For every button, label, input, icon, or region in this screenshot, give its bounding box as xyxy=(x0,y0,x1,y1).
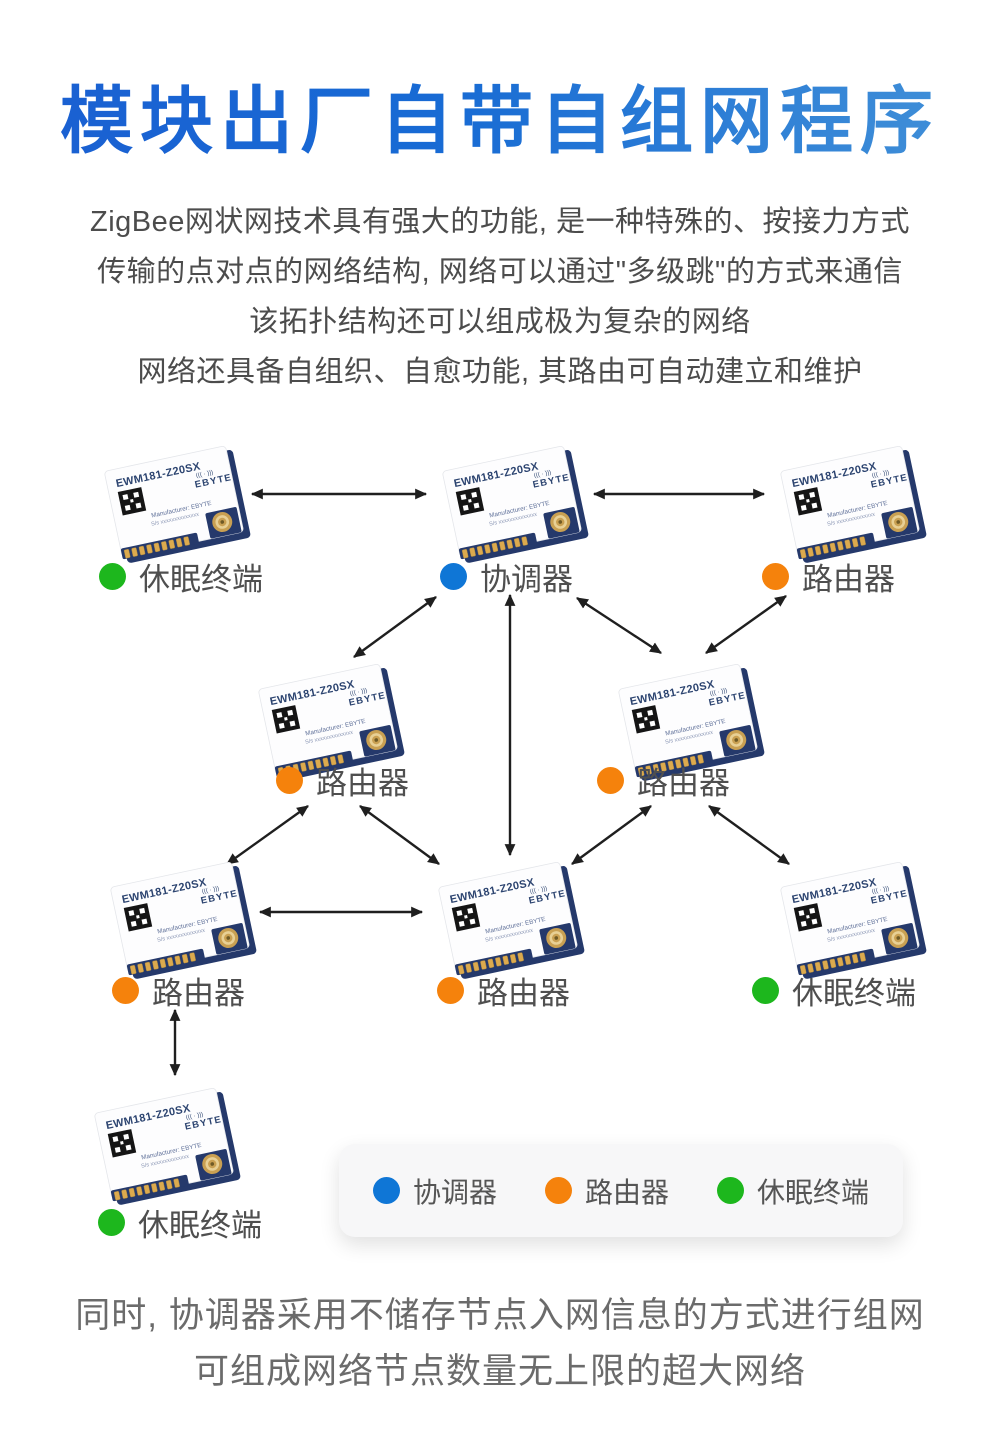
legend: 协调器 路由器 休眠终端 xyxy=(339,1144,903,1237)
coordinator-dot xyxy=(373,1177,400,1204)
router-dot xyxy=(544,1177,572,1204)
intro-line-1: ZigBee网状网技术具有强大的功能, 是一种特殊的、按接力方式 xyxy=(89,206,910,238)
node-label-text: 路由器 xyxy=(637,766,730,801)
node-label-text: 路由器 xyxy=(152,976,245,1011)
module-image-C: EWM181-Z20SX ((( · ))) EBYTE Manufacture… xyxy=(780,445,927,563)
node-label-I-sleep: 休眠终端 xyxy=(98,1200,262,1245)
node-label-text: 休眠终端 xyxy=(139,562,263,597)
router-dot xyxy=(762,563,789,590)
sleep-dot xyxy=(99,563,126,590)
svg-text:((( · ))): ((( · ))) xyxy=(872,470,890,479)
module-image-H: EWM181-Z20SX ((( · ))) EBYTE Manufacture… xyxy=(780,861,927,979)
node-label-text: 路由器 xyxy=(316,766,409,801)
legend-item-sleep: 休眠终端 xyxy=(716,1171,869,1211)
link-arrow-B-D xyxy=(353,596,437,658)
module-image-E: EWM181-Z20SX ((( · ))) EBYTE Manufacture… xyxy=(618,663,765,781)
legend-item-coordinator: 协调器 xyxy=(373,1171,497,1211)
node-label-text: 休眠终端 xyxy=(138,1208,262,1243)
page-title: 模块出厂自带自组网程序 xyxy=(0,62,1000,168)
router-dot xyxy=(112,977,139,1004)
intro-paragraph: ZigBee网状网技术具有强大的功能, 是一种特殊的、按接力方式 传输的点对点的… xyxy=(0,197,1000,397)
node-label-G-router: 路由器 xyxy=(437,968,570,1013)
node-label-text: 协调器 xyxy=(480,562,573,597)
module-image-A: EWM181-Z20SX ((( · ))) EBYTE Manufacture… xyxy=(104,445,251,563)
link-arrow-B-E xyxy=(576,596,662,655)
sleep-dot xyxy=(752,977,779,1004)
intro-line-4: 网络还具备自组织、自愈功能, 其路由可自动建立和维护 xyxy=(137,356,863,388)
router-dot xyxy=(276,767,303,794)
intro-line-3: 该拓扑结构还可以组成极为复杂的网络 xyxy=(249,306,751,338)
coordinator-dot xyxy=(440,563,467,590)
sleep-terminal-dot xyxy=(716,1177,744,1204)
sleep-dot xyxy=(98,1209,125,1236)
outro-line-1: 同时, 协调器采用不储存节点入网信息的方式进行组网 xyxy=(75,1296,925,1335)
outro-line-2: 可组成网络节点数量无上限的超大网络 xyxy=(193,1352,806,1391)
node-label-F-router: 路由器 xyxy=(112,968,245,1013)
module-image-I: EWM181-Z20SX ((( · ))) EBYTE Manufacture… xyxy=(94,1087,241,1205)
node-label-A-sleep: 休眠终端 xyxy=(99,554,263,599)
module-image-F: EWM181-Z20SX ((( · ))) EBYTE Manufacture… xyxy=(110,861,257,979)
node-label-text: 休眠终端 xyxy=(792,976,916,1011)
svg-text:((( · ))): ((( · ))) xyxy=(350,688,368,697)
intro-line-2: 传输的点对点的网络结构, 网络可以通过"多级跳"的方式来通信 xyxy=(97,256,903,288)
svg-text:((( · ))): ((( · ))) xyxy=(196,470,214,479)
module-image-B: EWM181-Z20SX ((( · ))) EBYTE Manufacture… xyxy=(442,445,589,563)
node-label-H-sleep: 休眠终端 xyxy=(752,968,916,1013)
module-image-G: EWM181-Z20SX ((( · ))) EBYTE Manufacture… xyxy=(438,861,585,979)
legend-item-router: 路由器 xyxy=(544,1171,669,1211)
svg-text:((( · ))): ((( · ))) xyxy=(710,688,728,697)
svg-text:((( · ))): ((( · ))) xyxy=(530,886,548,895)
router-dot xyxy=(437,977,464,1004)
node-label-C-router: 路由器 xyxy=(762,554,895,599)
svg-text:((( · ))): ((( · ))) xyxy=(202,886,220,895)
node-label-text: 路由器 xyxy=(477,976,570,1011)
svg-text:((( · ))): ((( · ))) xyxy=(872,886,890,895)
module-image-D: EWM181-Z20SX ((( · ))) EBYTE Manufacture… xyxy=(258,663,405,781)
link-arrow-C-E xyxy=(705,595,787,654)
node-label-E-router: 路由器 xyxy=(597,758,730,803)
router-dot xyxy=(597,767,624,794)
node-label-B-coordinator: 协调器 xyxy=(440,554,573,599)
svg-text:((( · ))): ((( · ))) xyxy=(186,1112,204,1121)
node-label-D-router: 路由器 xyxy=(276,758,409,803)
legend-label-coordinator: 协调器 xyxy=(413,1176,498,1208)
legend-label-router: 路由器 xyxy=(584,1176,669,1208)
node-label-text: 路由器 xyxy=(802,562,895,597)
svg-text:((( · ))): ((( · ))) xyxy=(534,470,552,479)
outro-paragraph: 同时, 协调器采用不储存节点入网信息的方式进行组网 可组成网络节点数量无上限的超… xyxy=(0,1288,1000,1400)
legend-label-sleep: 休眠终端 xyxy=(756,1176,869,1208)
